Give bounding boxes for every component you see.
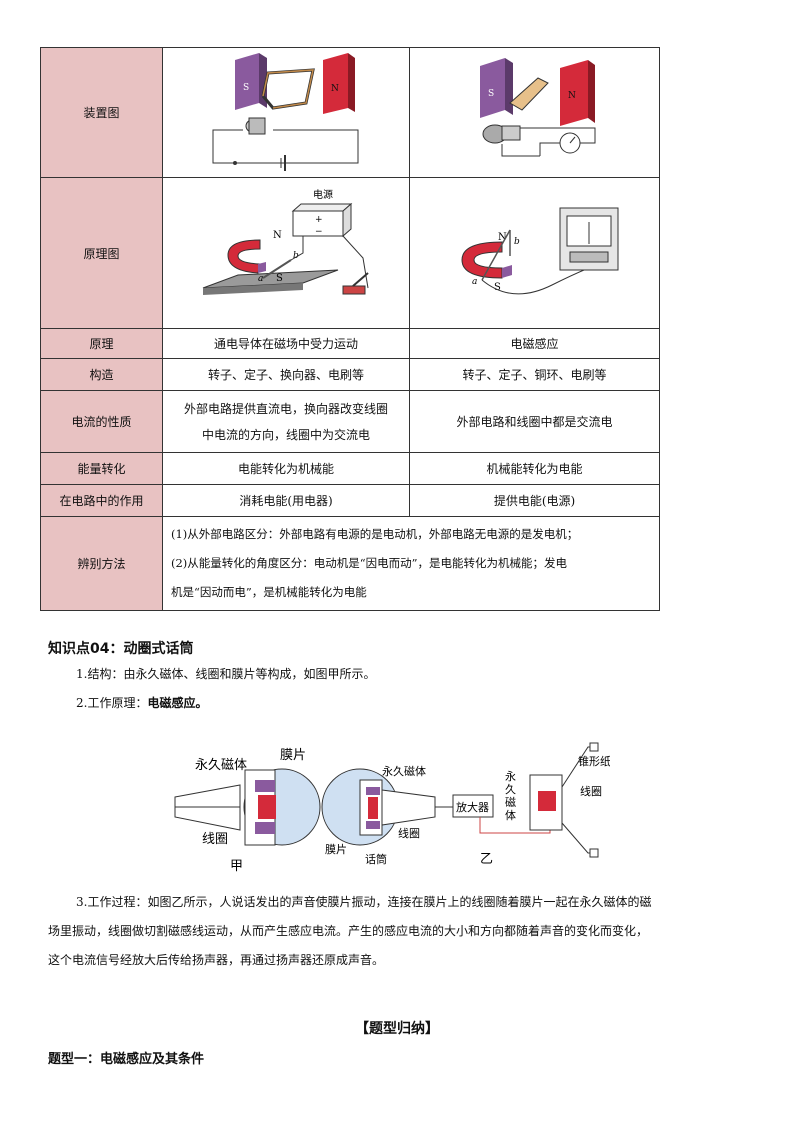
- paragraph-process-line3: 这个电流信号经放大后传给扬声器，再通过扬声器还原成声音。: [48, 953, 385, 967]
- diaphragm-label: 膜片: [280, 748, 306, 763]
- b-label: b: [293, 251, 299, 261]
- pole-s-label: S: [488, 89, 494, 99]
- pole-s-label: S: [494, 282, 501, 293]
- microphone-figure: 永久磁体 膜片 线圈 甲 永久磁体 膜片 线圈 话筒 放大器 乙 锥形纸盆 线圈…: [170, 735, 622, 875]
- paragraph-process-line1: 3.工作过程：如图乙所示，人说话发出的声音使膜片振动，连接在膜片上的线圈随着膜片…: [76, 895, 652, 909]
- table-row: 能量转化 电能转化为机械能 机械能转化为电能: [40, 452, 660, 485]
- cell-line: (1)从外部电路区分：外部电路有电源的是电动机，外部电路无电源的是发电机；: [171, 527, 579, 541]
- row-label: 构造: [40, 358, 163, 391]
- magnet-char-1: 永: [505, 769, 516, 783]
- diaphragm-label-2: 膜片: [325, 843, 347, 856]
- table-row: 原理图 电源 + − N S a b: [40, 177, 660, 329]
- table-cell: 外部电路提供直流电，换向器改变线圈 中电流的方向，线圈中为交流电: [162, 390, 410, 453]
- table-cell: 转子、定子、换向器、电刷等: [162, 358, 410, 391]
- row-label: 装置图: [40, 47, 163, 178]
- jia-label: 甲: [230, 859, 243, 874]
- b-label: b: [514, 237, 520, 247]
- cone-label: 锥形纸盆: [578, 754, 610, 768]
- a-label: a: [472, 277, 477, 287]
- coil-label-3: 线圈: [580, 784, 602, 798]
- table-row: 电流的性质 外部电路提供直流电，换向器改变线圈 中电流的方向，线圈中为交流电 外…: [40, 390, 660, 453]
- motor-principle-figure: 电源 + − N S a b: [162, 177, 410, 329]
- type1-title: 题型一：电磁感应及其条件: [48, 1052, 205, 1067]
- generator-principle-figure: N S a b: [409, 177, 660, 329]
- table-cell: 转子、定子、铜环、电刷等: [409, 358, 660, 391]
- pole-s-label: S: [243, 83, 249, 93]
- minus-label: −: [315, 227, 323, 237]
- motor-device-figure: S N: [162, 47, 410, 178]
- principle-bold: 电磁感应。: [147, 696, 208, 710]
- pole-s-label: S: [276, 273, 283, 284]
- table-row: 原理 通电导体在磁场中受力运动 电磁感应: [40, 328, 660, 359]
- magnet-char-4: 体: [505, 808, 516, 822]
- pole-n-label: N: [331, 84, 339, 94]
- coil-label: 线圈: [202, 832, 228, 847]
- permanent-magnet-label: 永久磁体: [195, 758, 247, 773]
- row-label: 原理图: [40, 177, 163, 329]
- row-label: 电流的性质: [40, 390, 163, 453]
- amplifier-label: 放大器: [456, 800, 489, 814]
- section-title: 知识点04：动圈式话筒: [48, 641, 194, 657]
- power-label: 电源: [313, 188, 333, 201]
- table-row: 在电路中的作用 消耗电能(用电器) 提供电能(电源): [40, 484, 660, 517]
- table-row: 辨别方法 (1)从外部电路区分：外部电路有电源的是电动机，外部电路无电源的是发电…: [40, 516, 660, 611]
- table-cell: 提供电能(电源): [409, 484, 660, 517]
- row-label: 能量转化: [40, 452, 163, 485]
- paragraph-structure: 1.结构：由永久磁体、线圈和膜片等构成，如图甲所示。: [76, 667, 376, 681]
- row-label: 在电路中的作用: [40, 484, 163, 517]
- row-label: 辨别方法: [40, 516, 163, 611]
- principle-prefix: 2.工作原理：: [76, 696, 148, 710]
- pole-n-label: N: [273, 230, 282, 241]
- pole-n-label: N: [498, 232, 507, 243]
- table-cell: 电磁感应: [409, 328, 660, 359]
- table-cell: 外部电路和线圈中都是交流电: [409, 390, 660, 453]
- table-cell: 电能转化为机械能: [162, 452, 410, 485]
- yi-label: 乙: [480, 852, 493, 867]
- paragraph-process-line2: 场里振动，线圈做切割磁感线运动，从而产生感应电流。产生的感应电流的大小和方向都随…: [48, 924, 649, 938]
- comparison-table: 装置图 S N: [40, 47, 660, 611]
- cell-line: 机是“因动而电”，是机械能转化为电能: [171, 585, 367, 599]
- table-cell: (1)从外部电路区分：外部电路有电源的是电动机，外部电路无电源的是发电机； (2…: [162, 516, 660, 611]
- cell-line: 中电流的方向，线圈中为交流电: [201, 427, 370, 442]
- cell-line: 外部电路提供直流电，换向器改变线圈: [183, 401, 388, 416]
- generator-device-figure: S N: [409, 47, 660, 178]
- coil-label-2: 线圈: [398, 826, 420, 840]
- a-label: a: [258, 274, 263, 284]
- plus-label: +: [315, 215, 323, 225]
- paragraph-principle: 2.工作原理：电磁感应。: [76, 689, 207, 718]
- table-cell: 机械能转化为电能: [409, 452, 660, 485]
- microphone-label: 话筒: [365, 852, 387, 866]
- cell-line: (2)从能量转化的角度区分：电动机是“因电而动”，是电能转化为机械能；发电: [171, 556, 568, 570]
- summary-title: 【题型归纳】: [355, 1021, 439, 1037]
- table-cell: 通电导体在磁场中受力运动: [162, 328, 410, 359]
- table-row: 装置图 S N: [40, 47, 660, 178]
- pole-n-label: N: [568, 91, 576, 101]
- magnet-char-3: 磁: [505, 796, 516, 809]
- table-cell: 消耗电能(用电器): [162, 484, 410, 517]
- magnet-char-2: 久: [505, 783, 516, 796]
- table-row: 构造 转子、定子、换向器、电刷等 转子、定子、铜环、电刷等: [40, 358, 660, 391]
- permanent-magnet-label-2: 永久磁体: [382, 764, 426, 778]
- row-label: 原理: [40, 328, 163, 359]
